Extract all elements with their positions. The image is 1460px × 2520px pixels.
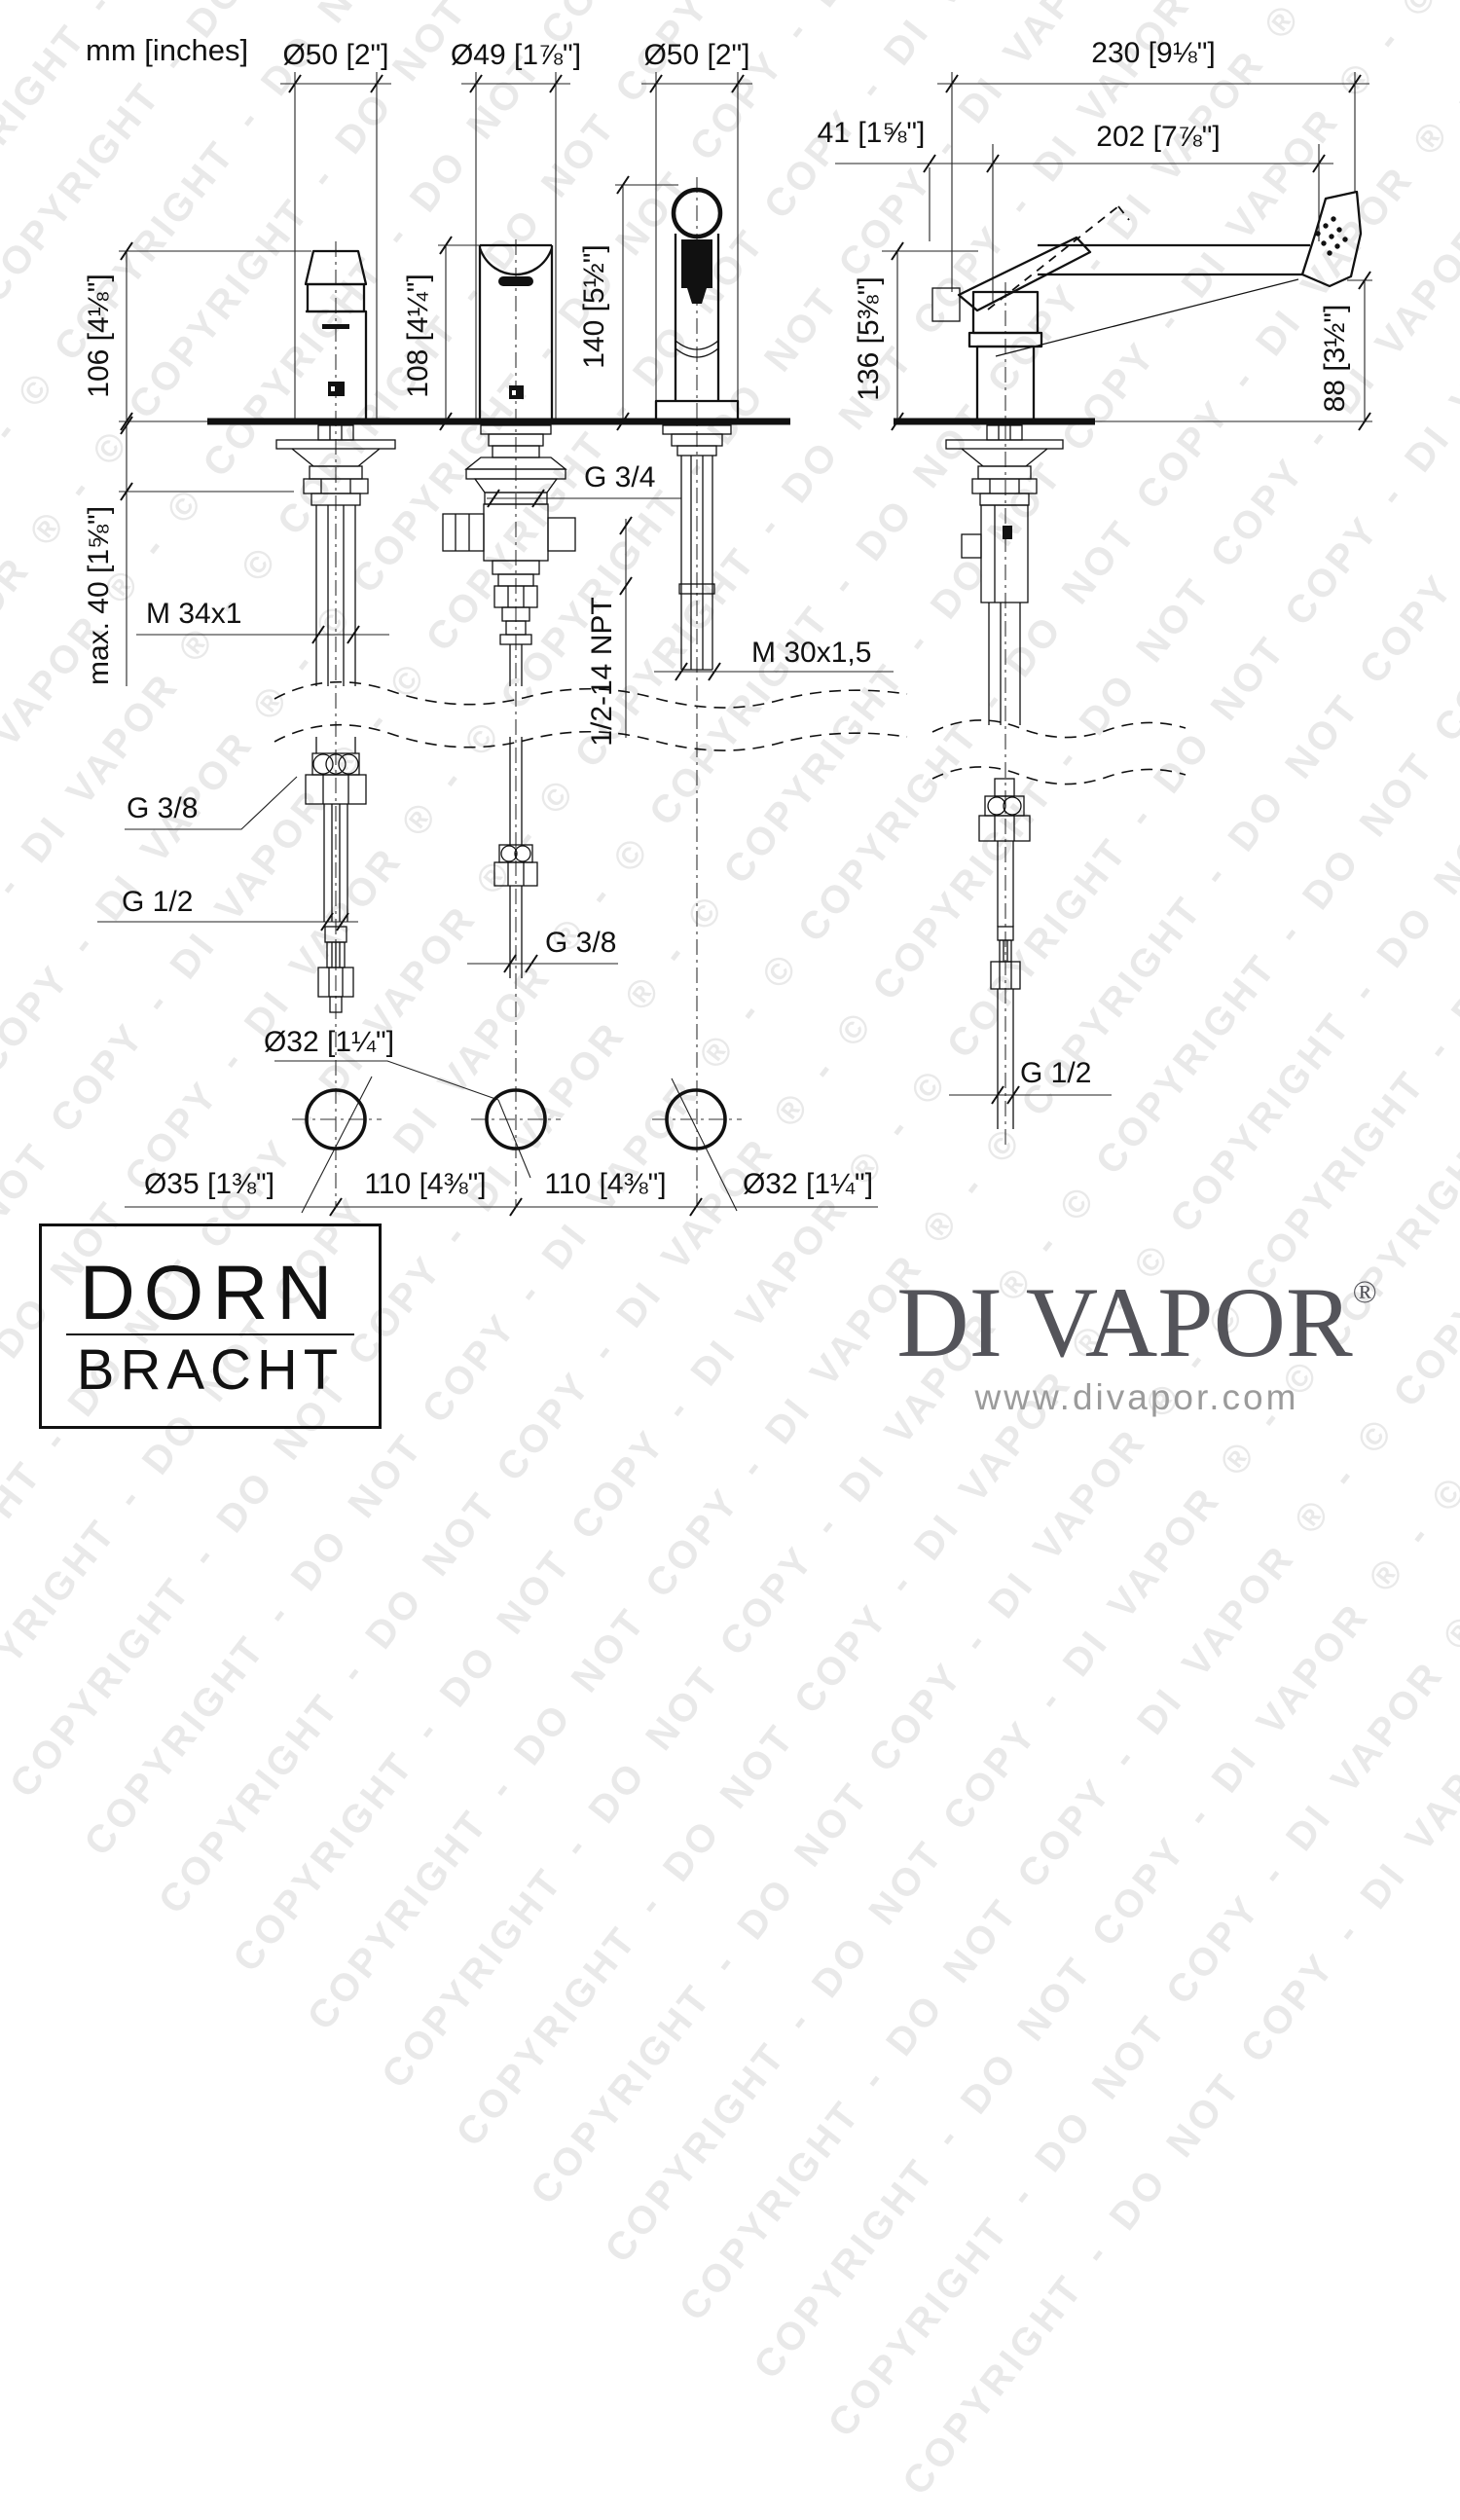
dim-dia-32-right: Ø32 [1¼"] [743, 1168, 873, 1200]
divapor-url: www.divapor.com [974, 1377, 1299, 1417]
dornbracht-logo-line1: DORN [79, 1249, 342, 1335]
faucet-spec-drawing: mm [inches] Ø50 [2"] Ø49 [1⅞"] Ø50 [2"] … [83, 33, 1372, 1217]
registered-mark-icon: ® [1352, 1275, 1377, 1310]
centerlines [292, 177, 1006, 1207]
thread-label-g12-left: G 1/2 [122, 886, 193, 918]
thread-label-m34x1: M 34x1 [146, 598, 241, 630]
thread-label-g38-mid: G 3/8 [545, 927, 616, 959]
front-view-handle-drawing [275, 249, 396, 1013]
dim-dia-spout: Ø49 [1⅞"] [451, 39, 581, 71]
divapor-logo: DI VAPOR® www.divapor.com [820, 1273, 1454, 1418]
dim-length-202: 202 [7⅞"] [1096, 121, 1220, 153]
thread-label-g38-left: G 3/8 [127, 792, 198, 824]
dim-height-136: 136 [5⅜"] [853, 276, 885, 400]
thread-label-g34: G 3/4 [584, 461, 655, 493]
dim-span-110-a: 110 [4⅜"] [364, 1168, 486, 1200]
divapor-logo-text: DI VAPOR [896, 1267, 1353, 1378]
dim-height-88: 88 [3½"] [1319, 305, 1351, 413]
dornbracht-logo-divider [66, 1333, 354, 1335]
dim-length-41: 41 [1⅝"] [818, 117, 926, 149]
dim-max-40: max. 40 [1⅝"] [83, 506, 115, 685]
front-view-handshower-drawing [654, 187, 740, 671]
dim-dia-shower: Ø50 [2"] [643, 39, 749, 71]
dim-span-110-b: 110 [4⅜"] [544, 1168, 666, 1200]
thread-label-g12-right: G 1/2 [1020, 1057, 1091, 1089]
dim-height-106: 106 [4⅛"] [83, 274, 115, 397]
dimension-lines [97, 72, 1372, 1214]
dim-dia-handle: Ø50 [2"] [282, 39, 388, 71]
dimension-ticks [120, 74, 1371, 1217]
dim-dia-35: Ø35 [1⅜"] [144, 1168, 274, 1200]
dim-height-108: 108 [4¼"] [402, 274, 434, 397]
thread-label-npt: 1/2-14 NPT [586, 597, 618, 746]
aerator-dots [1315, 216, 1348, 256]
dornbracht-logo: DORN BRACHT [39, 1223, 382, 1429]
mounting-hole-circles [305, 1088, 727, 1150]
units-label: mm [inches] [86, 33, 248, 67]
dim-height-140: 140 [5½"] [578, 244, 610, 368]
break-lines [274, 680, 1186, 785]
divapor-logo-name: DI VAPOR® [820, 1273, 1454, 1373]
dornbracht-logo-line2: BRACHT [76, 1338, 345, 1402]
dim-length-230: 230 [9⅛"] [1091, 37, 1215, 69]
front-view-spout-drawing [442, 243, 576, 978]
dim-dia-32-mid: Ø32 [1¼"] [264, 1026, 394, 1058]
thread-label-m30x15: M 30x1,5 [751, 637, 871, 669]
side-view-drawing [931, 190, 1363, 1129]
